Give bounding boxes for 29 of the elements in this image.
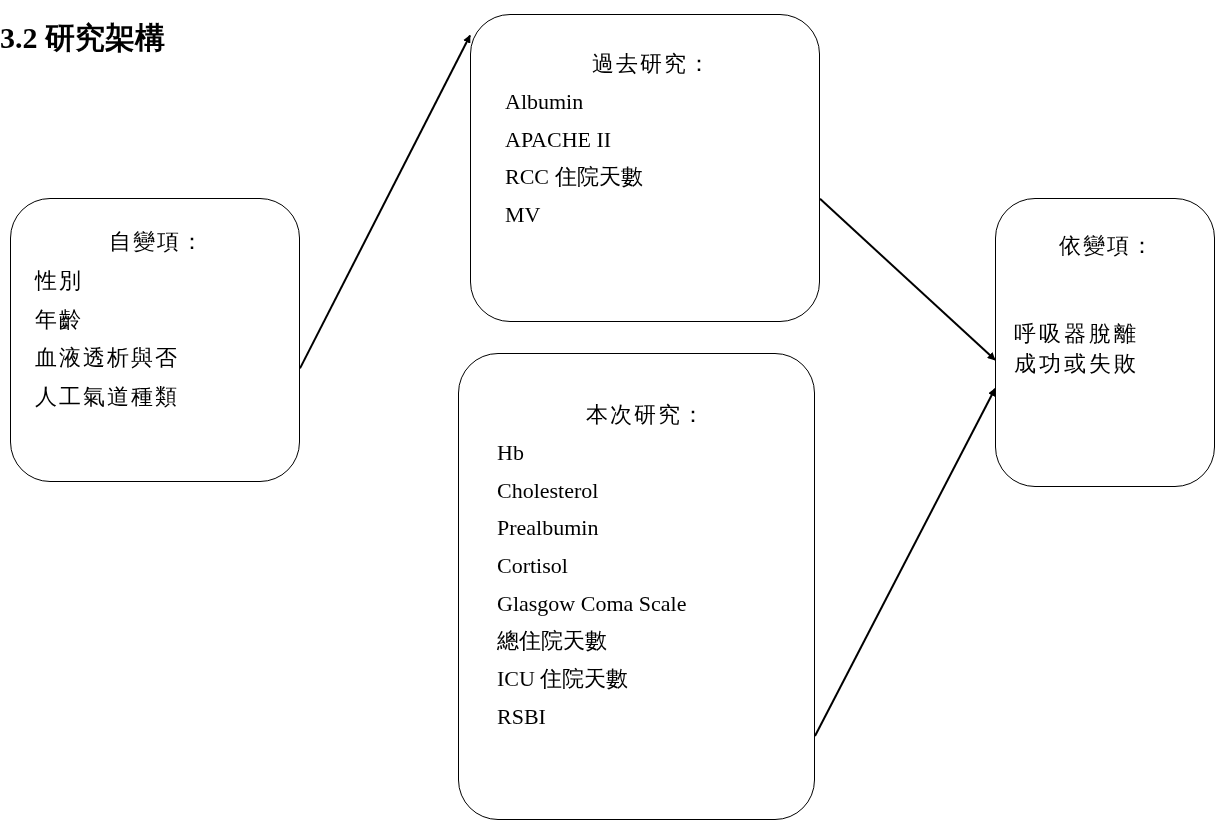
variable-text: Cholesterol [497,476,600,505]
variable-text: 人工氣道種類 [35,383,180,412]
rounded-box [458,353,815,820]
variable-text: 呼吸器脫離成功或失敗 [1014,320,1140,378]
box-heading: 過去研究： [591,50,713,78]
variable-text: ICU 住院天數 [497,665,630,694]
arrow [299,34,471,370]
variable-text: Albumin [505,88,585,116]
variable-text: 年齡 [35,305,84,334]
rounded-box [470,14,820,322]
rounded-box [10,198,300,482]
title: 3.2 研究架構 [0,20,165,56]
variable-text: RSBI [497,702,547,731]
variable-text: 總住院天數 [497,627,608,656]
arrow [819,197,996,361]
variable-text: 血液透析與否 [35,344,180,373]
variable-text: MV [505,201,542,230]
variable-text: APACHE II [505,125,613,154]
variable-text: RCC 住院天數 [505,163,644,192]
variable-text: Prealbumin [497,514,600,543]
variable-text: Cortisol [497,552,569,581]
variable-text: 性別 [35,267,84,295]
variable-text: Hb [497,439,525,467]
box-heading: 依變項： [1058,232,1156,260]
variable-text: Glasgow Coma Scale [497,589,688,618]
rounded-box [995,198,1215,487]
box-heading: 自變項： [108,228,206,256]
arrow [814,387,996,737]
box-heading: 本次研究： [584,401,707,429]
